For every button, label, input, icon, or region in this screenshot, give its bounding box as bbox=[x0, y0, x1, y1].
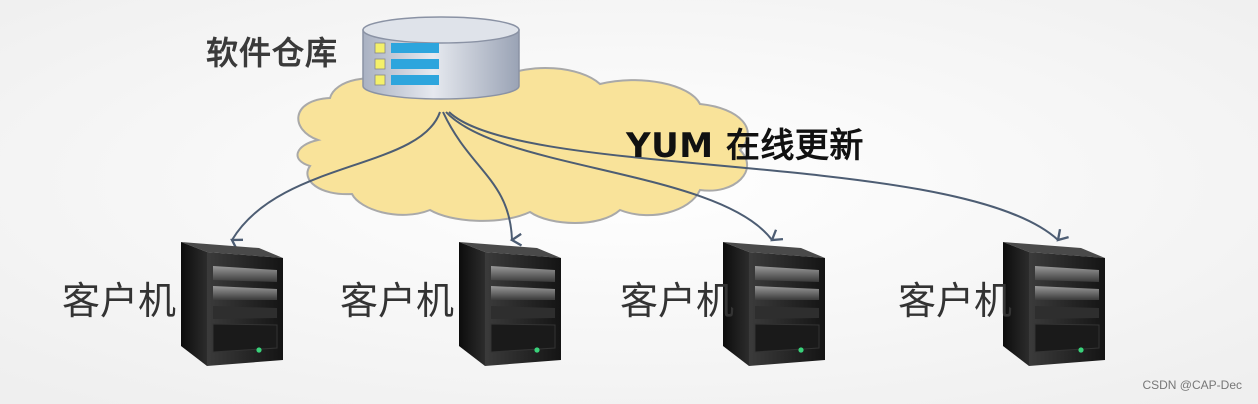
tower-server-icon bbox=[1003, 242, 1105, 366]
client-label-1: 客户机 bbox=[62, 279, 177, 323]
arrow-to-client-2 bbox=[442, 111, 523, 247]
tower-server-icon bbox=[723, 242, 825, 366]
arrow-to-client-4 bbox=[448, 111, 1069, 242]
watermark: CSDN @CAP-Dec bbox=[1142, 378, 1242, 392]
connection-arrows bbox=[230, 111, 1069, 251]
client-label-3: 客户机 bbox=[620, 279, 735, 323]
repository-label: 软件仓库 bbox=[206, 34, 339, 72]
client-label-2: 客户机 bbox=[340, 279, 455, 323]
arrow-to-client-1 bbox=[230, 111, 441, 251]
tower-server-icon bbox=[459, 242, 561, 366]
tower-server-icon bbox=[181, 242, 283, 366]
database-server-icon bbox=[362, 16, 520, 100]
client-label-4: 客户机 bbox=[898, 279, 1013, 323]
yum-update-label: YUM 在线更新 bbox=[626, 126, 864, 166]
arrow-to-client-3 bbox=[445, 111, 784, 242]
